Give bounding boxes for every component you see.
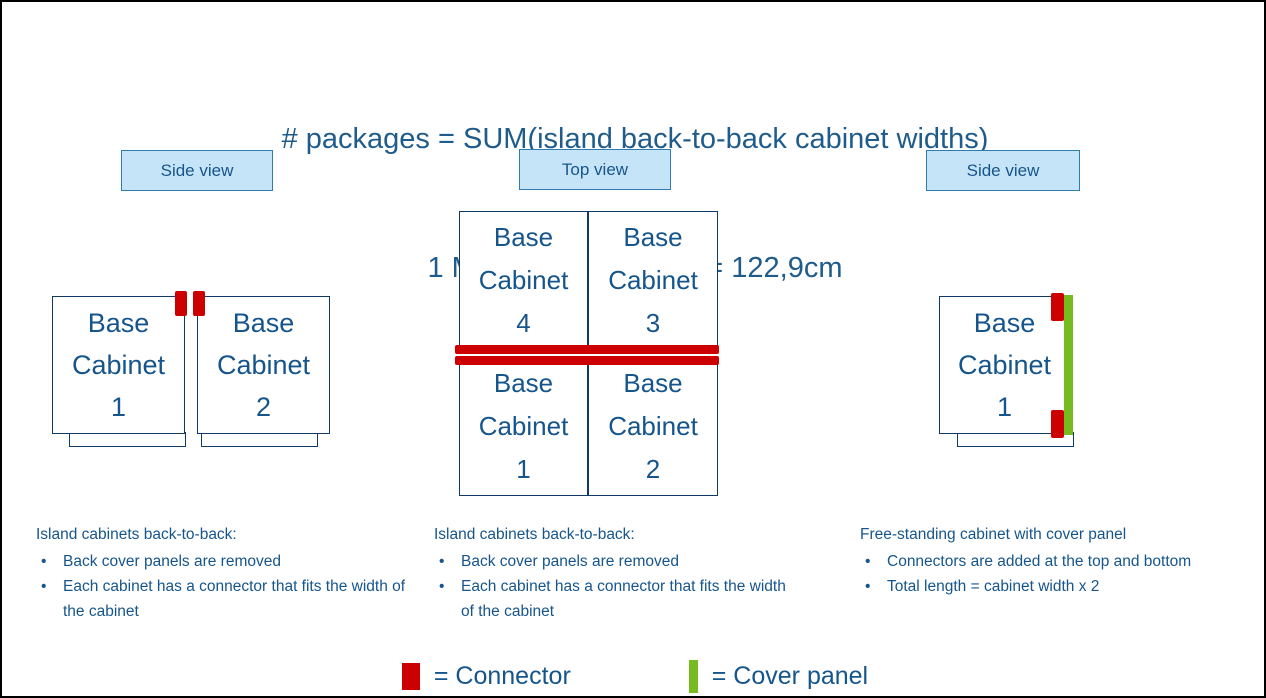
cabinet-center-3-line1: Base [623,222,683,252]
cabinet-center-1-line1: Base [493,368,554,398]
description-center-heading: Island cabinets back-to-back: [434,526,635,543]
cabinet-left-2: Base Cabinet 2 [197,296,330,434]
connector-right-bottom [1051,410,1064,438]
description-left-bullet-1: Back cover panels are removed [63,553,281,570]
description-right-bullet-2: Total length = cabinet width x 2 [887,578,1100,595]
cabinet-center-2: Base Cabinet 2 [588,357,718,496]
list-item: • Connectors are added at the top and bo… [860,549,1250,574]
bullet-icon: • [865,578,871,595]
legend-label-cover-panel: = Cover panel [711,661,869,690]
cabinet-left-2-line3: 2 [255,392,272,422]
cabinet-center-2-line1: Base [623,368,683,398]
connector-left-cabinet-2 [193,291,205,316]
description-right: Free-standing cabinet with cover panel •… [860,522,1250,599]
cabinet-right-1-line3: 1 [996,392,1013,422]
description-center-bullet-2: Each cabinet has a connector that fits t… [461,578,786,620]
view-label-center-text: Top view [561,159,629,179]
bullet-icon: • [41,553,47,570]
cabinet-center-4-line1: Base [493,222,554,252]
bullet-icon: • [865,553,871,570]
description-center: Island cabinets back-to-back: • Back cov… [434,522,794,624]
list-item: • Each cabinet has a connector that fits… [36,574,416,624]
cabinet-center-2-line2: Cabinet [608,411,698,441]
connector-center-back-row [455,345,719,354]
description-left: Island cabinets back-to-back: • Back cov… [36,522,416,624]
cabinet-left-2-line2: Cabinet [216,350,311,380]
cabinet-left-1-line3: 1 [110,392,127,422]
description-left-heading: Island cabinets back-to-back: [36,526,237,543]
bullet-icon: • [439,578,445,595]
cabinet-center-3-line3: 3 [645,308,661,338]
legend-item-connector: = Connector [401,661,571,691]
list-item: • Back cover panels are removed [36,549,416,574]
list-item: • Total length = cabinet width x 2 [860,574,1250,599]
legend: = Connector = Cover panel [2,652,1264,696]
view-label-right-text: Side view [966,160,1040,180]
connector-right-top [1051,293,1064,321]
plinth-left-cabinet-1 [69,432,186,447]
connector-center-front-row [455,356,719,365]
cabinet-center-3-line2: Cabinet [608,265,698,295]
cabinet-left-2-line1: Base [232,308,295,338]
cabinet-center-3: Base Cabinet 3 [588,211,718,350]
cabinet-right-1: Base Cabinet 1 [939,296,1070,434]
connector-swatch-icon [401,662,420,690]
cover-panel-swatch-icon [688,659,698,693]
cabinet-right-1-line1: Base [973,308,1036,338]
cabinet-left-1-line1: Base [87,308,150,338]
cabinet-left-1: Base Cabinet 1 [52,296,185,434]
bullet-icon: • [439,553,445,570]
cabinet-left-1-line2: Cabinet [71,350,166,380]
list-item: • Back cover panels are removed [434,549,794,574]
legend-label-connector: = Connector [433,661,571,690]
plinth-left-cabinet-2 [201,432,318,447]
cabinet-center-4-line2: Cabinet [478,265,569,295]
cabinet-center-1: Base Cabinet 1 [459,357,588,496]
view-label-left: Side view [121,150,273,191]
legend-item-cover-panel: = Cover panel [688,659,869,693]
cover-panel-right [1064,295,1073,435]
cabinet-center-2-line3: 2 [645,454,661,484]
cabinet-center-1-line3: 1 [516,454,531,484]
description-right-heading: Free-standing cabinet with cover panel [860,526,1127,543]
cabinet-center-1-line2: Cabinet [478,411,569,441]
description-center-bullet-1: Back cover panels are removed [461,553,679,570]
cabinet-right-1-line2: Cabinet [957,350,1052,380]
description-center-list: • Back cover panels are removed • Each c… [434,549,794,624]
description-right-list: • Connectors are added at the top and bo… [860,549,1250,599]
connector-left-cabinet-1 [175,291,187,316]
cabinet-center-4-line3: 4 [516,308,531,338]
description-left-list: • Back cover panels are removed • Each c… [36,549,416,624]
cabinet-center-4: Base Cabinet 4 [459,211,588,350]
view-label-right: Side view [926,150,1080,191]
description-left-bullet-2: Each cabinet has a connector that fits t… [63,578,406,620]
view-label-center: Top view [519,149,671,190]
bullet-icon: • [41,578,47,595]
view-label-left-text: Side view [160,160,234,180]
description-right-bullet-1: Connectors are added at the top and bott… [887,553,1192,570]
list-item: • Each cabinet has a connector that fits… [434,574,794,624]
